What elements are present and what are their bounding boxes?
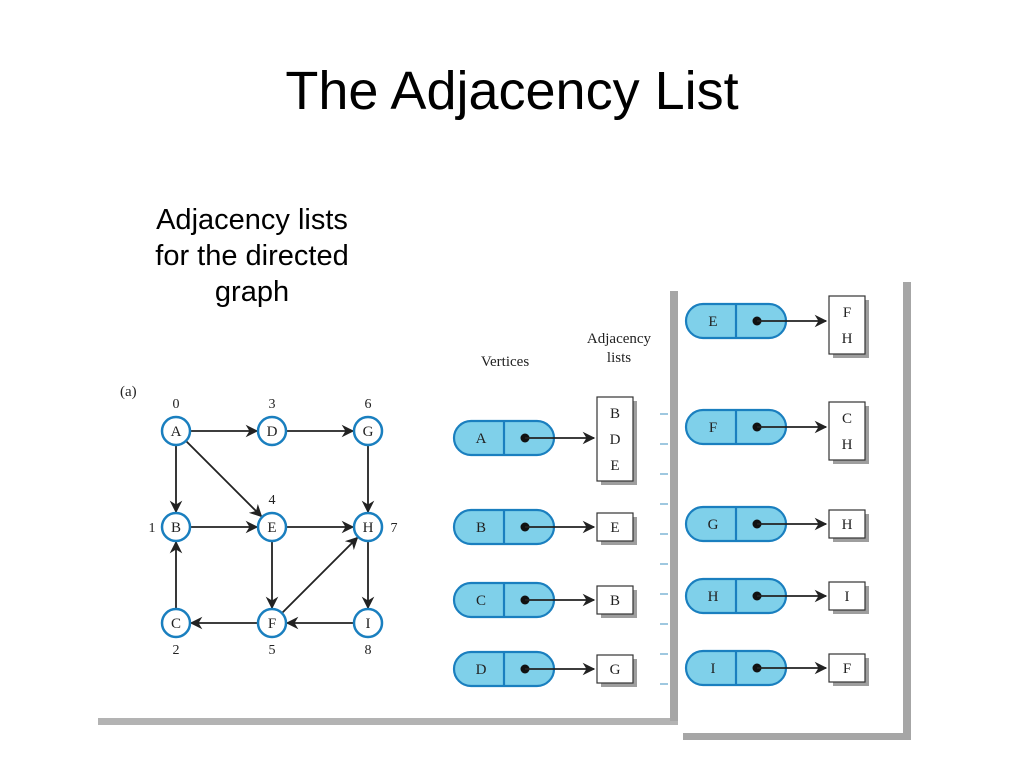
graph-node [160,511,192,543]
panel-label: (a) [120,384,137,400]
vertex-label: D [476,662,487,678]
figure-caption: Adjacency lists for the directed graph [118,202,386,310]
vertices-header: Vertices [481,354,529,370]
adjacency-row: F CH [684,401,869,464]
neighbor-label: E [610,520,619,536]
adjacency-row: E FH [684,295,869,358]
node-label: E [267,520,276,536]
neighbor-list-box [828,509,866,539]
neighbor-list-box [828,581,866,611]
node-label: A [171,424,182,440]
neighbor-label: I [845,589,850,605]
node-index: 5 [269,643,276,658]
neighbor-label: E [610,458,619,474]
caption-line: for the directed [155,240,349,272]
node-index: 3 [269,397,276,412]
panel-ticks [660,413,668,685]
neighbor-label: B [610,406,620,422]
caption-line: Adjacency lists [156,204,348,236]
node-label: C [171,616,181,632]
right-panel-shadow-right [903,282,911,740]
adjacency-header: Adjacency [587,331,652,347]
neighbor-label: C [842,411,852,427]
graph-node [256,607,288,639]
vertex-label: C [476,593,486,609]
vertex-label: G [708,517,719,533]
left-panel-shadow [98,718,678,725]
neighbor-label: F [843,305,851,321]
neighbor-list-box [828,653,866,683]
vertex-label: I [711,661,716,677]
right-panel-frame [670,291,678,721]
graph-node [352,511,384,543]
neighbor-label: D [610,432,621,448]
graph-edge [281,536,359,614]
adjacency-row: A BDE [452,396,637,485]
neighbor-list-box [828,401,866,461]
node-label: H [363,520,374,536]
graph-node [256,511,288,543]
neighbor-label: H [842,331,853,347]
neighbor-list-box [596,654,634,684]
slide-title: The Adjacency List [285,61,739,121]
neighbor-label: G [610,662,621,678]
node-index: 4 [269,493,276,508]
neighbor-list-box [596,396,634,482]
neighbor-label: H [842,517,853,533]
vertex-label: B [476,520,486,536]
graph-node [160,415,192,447]
node-label: F [268,616,276,632]
graph-node [352,607,384,639]
vertex-label: A [476,431,487,447]
node-label: B [171,520,181,536]
vertex-label: H [708,589,719,605]
neighbor-label: B [610,593,620,609]
neighbor-label: F [843,661,851,677]
adjacency-header: lists [607,350,631,366]
graph-node [256,415,288,447]
node-index: 1 [149,521,156,536]
caption-line: graph [214,276,290,308]
node-label: I [366,616,371,632]
graph-node [352,415,384,447]
graph-node [160,607,192,639]
node-label: D [267,424,278,440]
neighbor-list-box [828,295,866,355]
right-panel-shadow-bottom [683,733,911,740]
node-index: 8 [365,643,372,658]
vertex-label: F [709,420,717,436]
node-index: 2 [173,643,180,658]
neighbor-list-box [596,585,634,615]
node-index: 6 [365,397,372,412]
node-index: 0 [173,397,180,412]
directed-graph: A 0D 3G 6B1 E 4H 7C 2 F 5 I 8 [149,397,398,658]
vertex-label: E [708,314,717,330]
neighbor-label: H [842,437,853,453]
node-label: G [363,424,374,440]
neighbor-list-box [596,512,634,542]
node-index: 7 [391,521,398,536]
graph-edge [185,440,263,518]
